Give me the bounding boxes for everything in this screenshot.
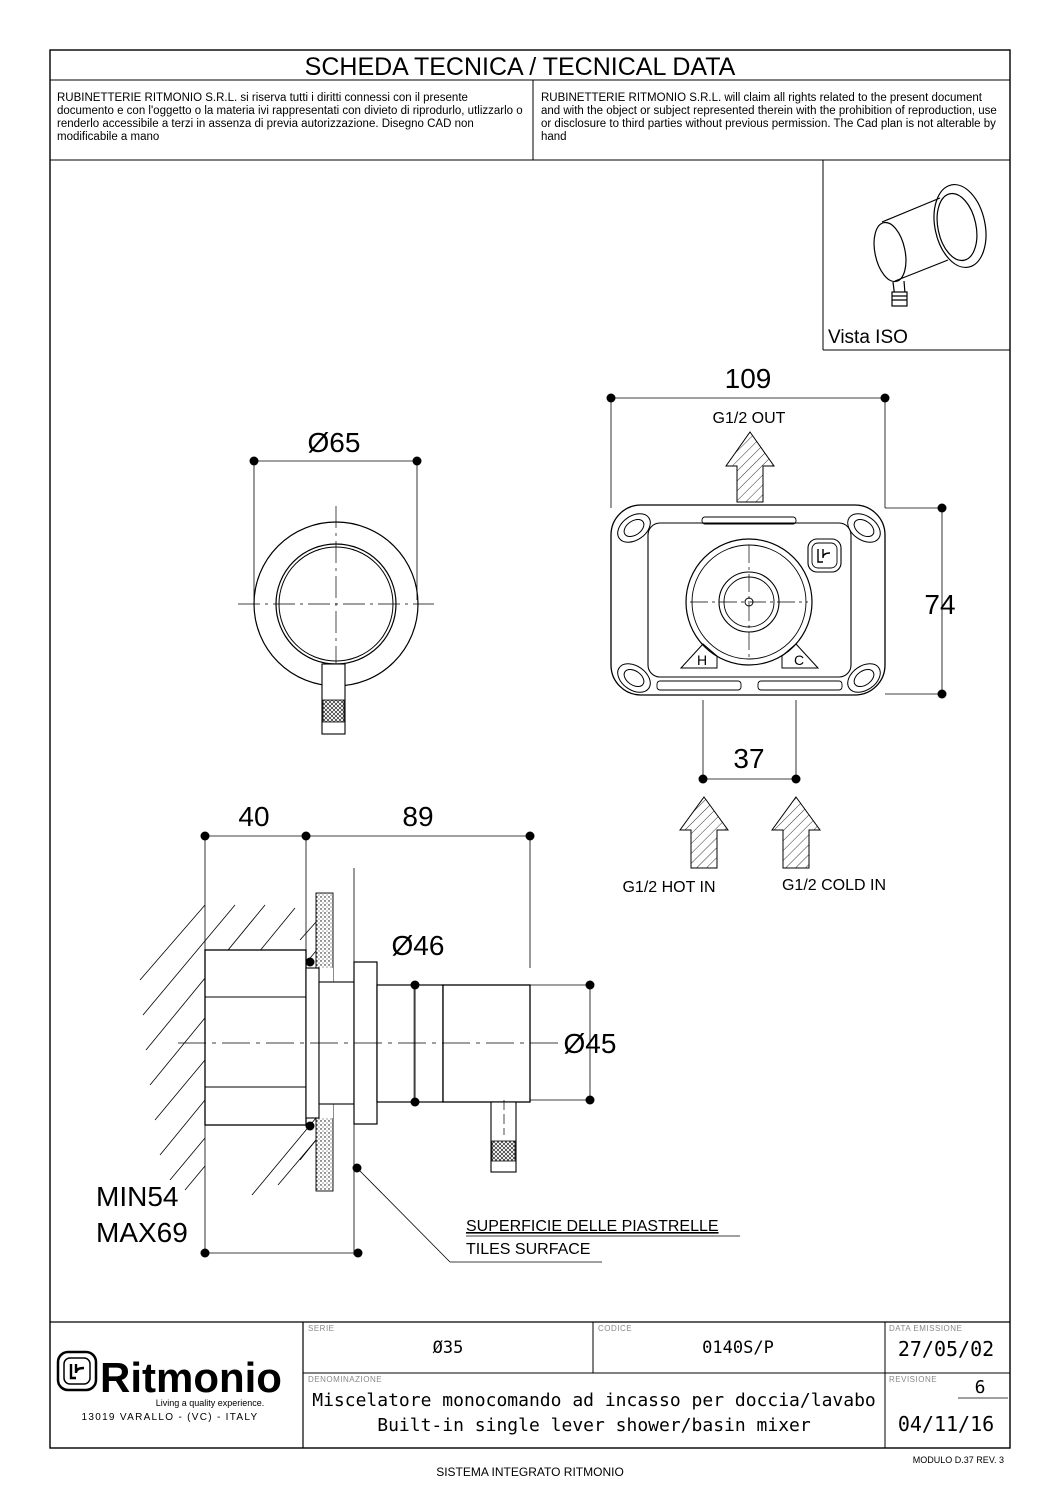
min-depth-label: MIN54: [96, 1181, 178, 1212]
serie-label: SERIE: [308, 1324, 335, 1333]
revisione-value: 6: [975, 1377, 986, 1398]
denominazione-label: DENOMINAZIONE: [308, 1375, 382, 1384]
serie-value: Ø35: [433, 1338, 464, 1358]
data-emissione-label: DATA EMISSIONE: [889, 1324, 962, 1333]
dim-projection-89: 89: [402, 801, 433, 832]
front-view: [238, 460, 434, 735]
dim-width-109: 109: [725, 363, 772, 394]
brand-name: Ritmonio: [100, 1354, 282, 1401]
title-block-grid: [50, 1321, 1010, 1448]
hot-inlet-arrow: [679, 796, 729, 869]
cold-inlet-label: G1/2 COLD IN: [782, 877, 886, 894]
dim-spacing-37: 37: [733, 743, 764, 774]
rear-hot-mark: H: [697, 652, 707, 668]
out-label: G1/2 OUT: [713, 410, 786, 427]
dim-diameter-65: Ø65: [308, 427, 361, 458]
ritmonio-logo-mark: [56, 1350, 98, 1392]
dim-wall-40: 40: [238, 801, 269, 832]
iso-view-drawing: [873, 183, 987, 307]
brand-address: 13019 VARALLO - (VC) - ITALY: [81, 1412, 258, 1423]
max-depth-label: MAX69: [96, 1217, 188, 1248]
module-code: MODULO D.37 REV. 3: [913, 1455, 1004, 1465]
tiles-surface-en: TILES SURFACE: [466, 1241, 590, 1258]
cold-inlet-arrow: [771, 796, 821, 869]
dim-diameter-46: Ø46: [392, 930, 445, 961]
codice-value: 0140S/P: [702, 1338, 774, 1358]
hot-inlet-label: G1/2 HOT IN: [622, 879, 715, 896]
notice-english: RUBINETTERIE RITMONIO S.R.L. will claim …: [541, 92, 997, 143]
data-emissione-value: 27/05/02: [898, 1337, 994, 1361]
dim-diameter-45: Ø45: [564, 1028, 617, 1059]
side-view: [139, 835, 602, 1263]
codice-label: CODICE: [598, 1324, 632, 1333]
rear-cold-mark: C: [794, 652, 804, 668]
description-italian: Miscelatore monocomando ad incasso per d…: [312, 1390, 876, 1411]
iso-view-label: Vista ISO: [828, 327, 908, 348]
integrated-system: SISTEMA INTEGRATO RITMONIO: [436, 1465, 624, 1479]
tiles-surface-it: SUPERFICIE DELLE PIASTRELLE: [466, 1218, 719, 1235]
revision-date: 04/11/16: [898, 1412, 994, 1436]
sheet-title: SCHEDA TECNICA / TECNICAL DATA: [305, 53, 736, 81]
description-english: Built-in single lever shower/basin mixer: [377, 1415, 811, 1436]
notice-italian: RUBINETTERIE RITMONIO S.R.L. si riserva …: [57, 92, 523, 143]
dim-height-74: 74: [924, 589, 955, 620]
out-arrow: [725, 431, 775, 503]
revisione-label: REVISIONE: [889, 1375, 937, 1384]
rear-view: [610, 397, 943, 780]
brand-tagline: Living a quality experience.: [156, 1398, 265, 1408]
sheet-frame: [49, 49, 1011, 1449]
